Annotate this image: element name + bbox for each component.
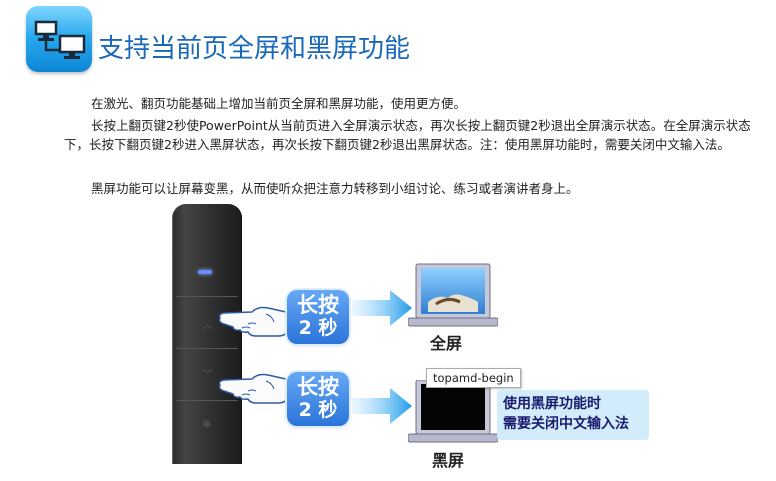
presenter-remote: ︿ ﹀ ✻ bbox=[172, 204, 242, 464]
long-press-badge-bottom: 长按 2 秒 bbox=[287, 372, 349, 426]
down-chevron-icon: ﹀ bbox=[202, 368, 213, 381]
instructions-paragraph: 长按上翻页键2秒使PowerPoint从当前页进入全屏演示状态，再次长按上翻页键… bbox=[64, 118, 751, 152]
laptop-blackscreen bbox=[408, 380, 498, 443]
blackscreen-caption: 黑屏 bbox=[432, 451, 465, 470]
tooltip: topamd-begin bbox=[426, 368, 521, 388]
led-indicator bbox=[198, 270, 212, 274]
monitor-network-icon bbox=[26, 6, 92, 72]
blackscreen-note: 使用黑屏功能时 需要关闭中文输入法 bbox=[497, 390, 649, 440]
pointing-hand-icon bbox=[218, 373, 292, 404]
up-chevron-icon: ︿ bbox=[202, 318, 213, 331]
blackscreen-paragraph: 黑屏功能可以让屏幕变黑，从而使听众把注意力转移到小组讨论、练习或者演讲者身上。 bbox=[91, 181, 579, 196]
intro-paragraph: 在激光、翻页功能基础上增加当前页全屏和黑屏功能，使用更方便。 bbox=[91, 96, 467, 111]
arrow-right-icon bbox=[352, 290, 412, 326]
page-title: 支持当前页全屏和黑屏功能 bbox=[98, 34, 411, 64]
power-icon: ✻ bbox=[202, 418, 212, 431]
arrow-right-icon bbox=[352, 388, 412, 424]
long-press-badge-top: 长按 2 秒 bbox=[287, 290, 349, 344]
laptop-fullscreen bbox=[408, 263, 498, 327]
pointing-hand-icon bbox=[218, 306, 292, 337]
fullscreen-caption: 全屏 bbox=[430, 334, 463, 353]
